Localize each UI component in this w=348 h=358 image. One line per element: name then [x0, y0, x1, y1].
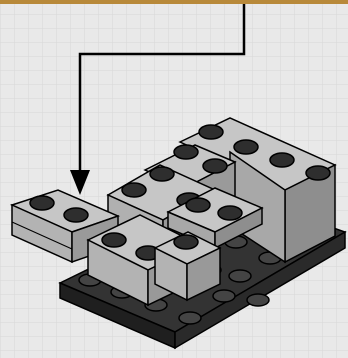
callout-line — [78, 4, 246, 178]
top-banner-edge — [0, 0, 348, 4]
brick-front-cube — [153, 231, 222, 302]
brick-back-long-studs — [198, 124, 331, 181]
plate-middle-right — [166, 187, 264, 250]
down-arrow-icon — [70, 170, 90, 195]
brick-back-long — [178, 117, 337, 264]
